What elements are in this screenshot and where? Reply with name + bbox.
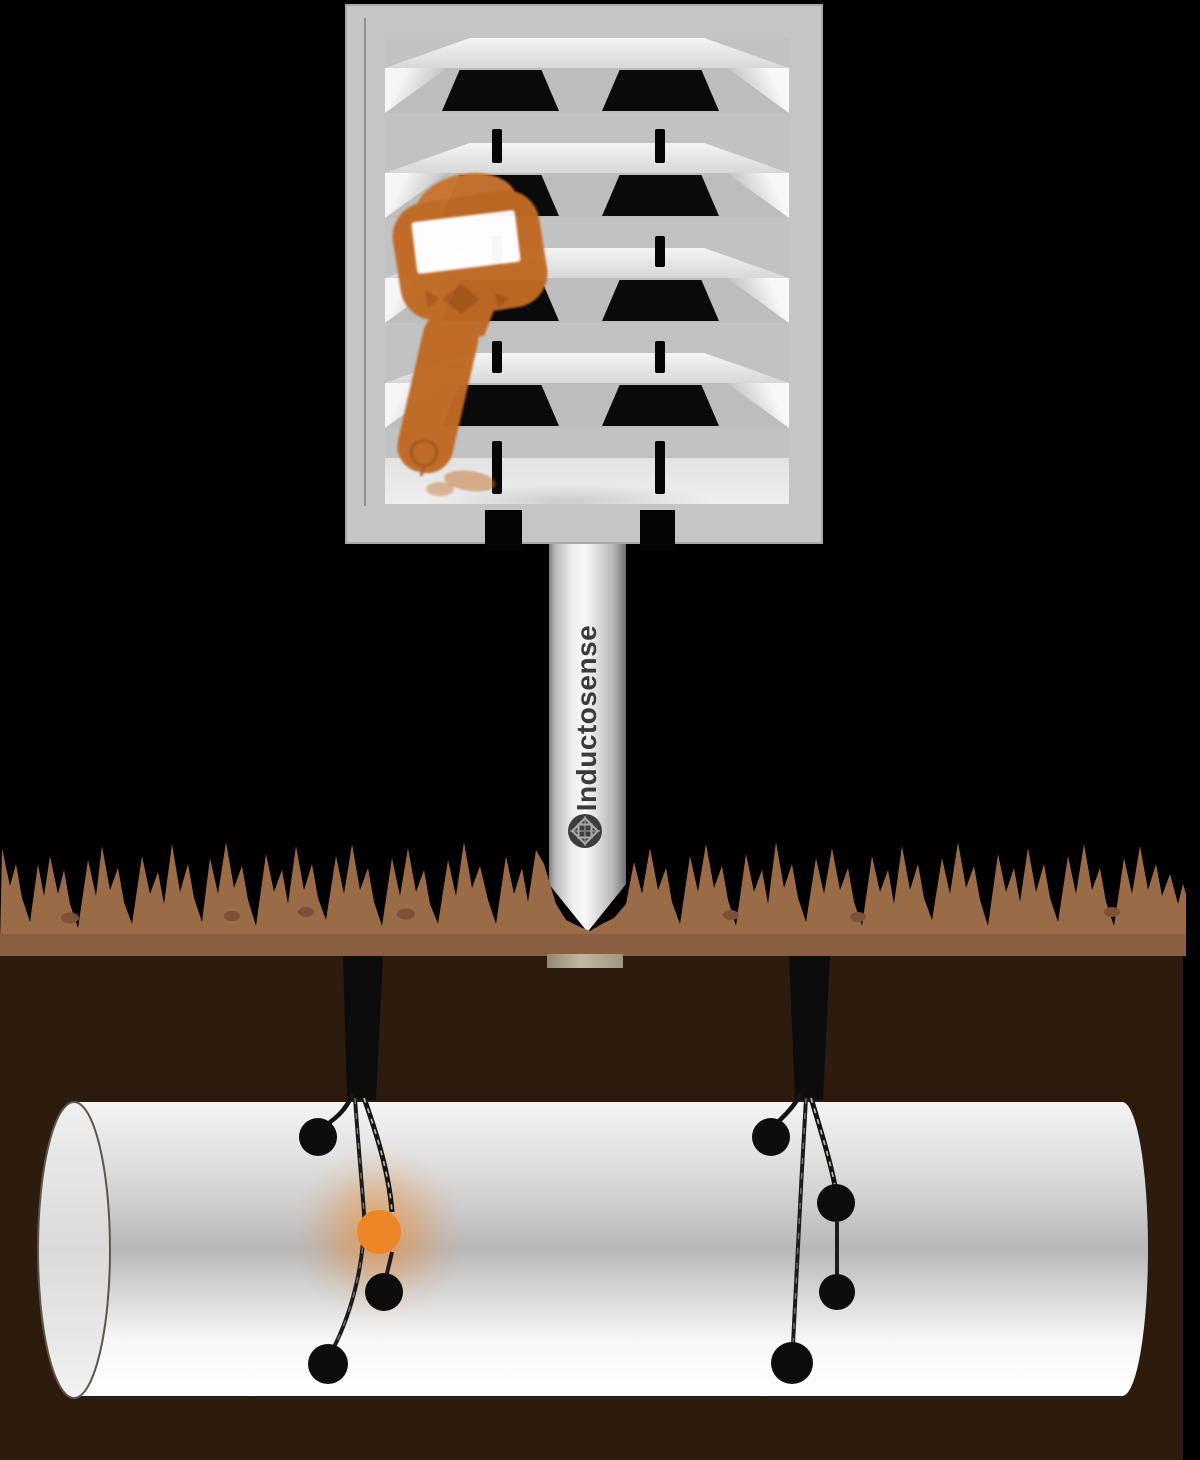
reader-keypad-pattern [425,284,510,314]
slat-gap-tick [655,129,665,163]
slat-gap-tick [492,441,502,494]
buried-pipe [70,1102,1148,1396]
reader-screen [411,210,521,274]
slat-gap-tick [655,236,665,267]
vent-opening-right [602,70,719,111]
reader-coil-detail [409,438,439,468]
slat-gap-tick [655,341,665,373]
sensor-node [308,1344,348,1384]
grass-speckles [61,907,1120,924]
enclosure-floor [385,458,789,504]
handheld-reader-icon [392,173,548,496]
louver-row [385,38,789,143]
sensor-node [817,1184,855,1222]
vent-opening-right [602,385,719,426]
sensor-node [752,1118,790,1156]
vent-opening-left [442,70,559,111]
sensor-node [365,1273,403,1311]
sensor-cable-left [299,955,403,1384]
louver-vent-band [385,68,789,113]
inductosense-knot-logo-icon [568,814,602,848]
reader-handle [397,311,479,474]
buried-stake-tip [547,954,623,968]
enclosure-inner-frame-line [364,18,366,506]
sensor-node [299,1118,337,1156]
leak-indicator-node [357,1210,401,1254]
sensor-cable-right [752,955,855,1384]
slat-gap-tick [492,129,502,163]
vent-opening-right [602,175,719,216]
pipe-end-cap [37,1101,111,1399]
vent-opening-right [602,280,719,321]
enclosure-foot-right [640,510,675,550]
sensor-node [771,1342,813,1384]
ground-stake: Inductosense [549,534,626,932]
sensor-node [819,1274,855,1310]
grass-layer [0,842,1186,956]
slat-gap-tick [492,341,502,373]
slat-gap-tick [655,441,665,494]
enclosure-foot-left [485,510,522,550]
